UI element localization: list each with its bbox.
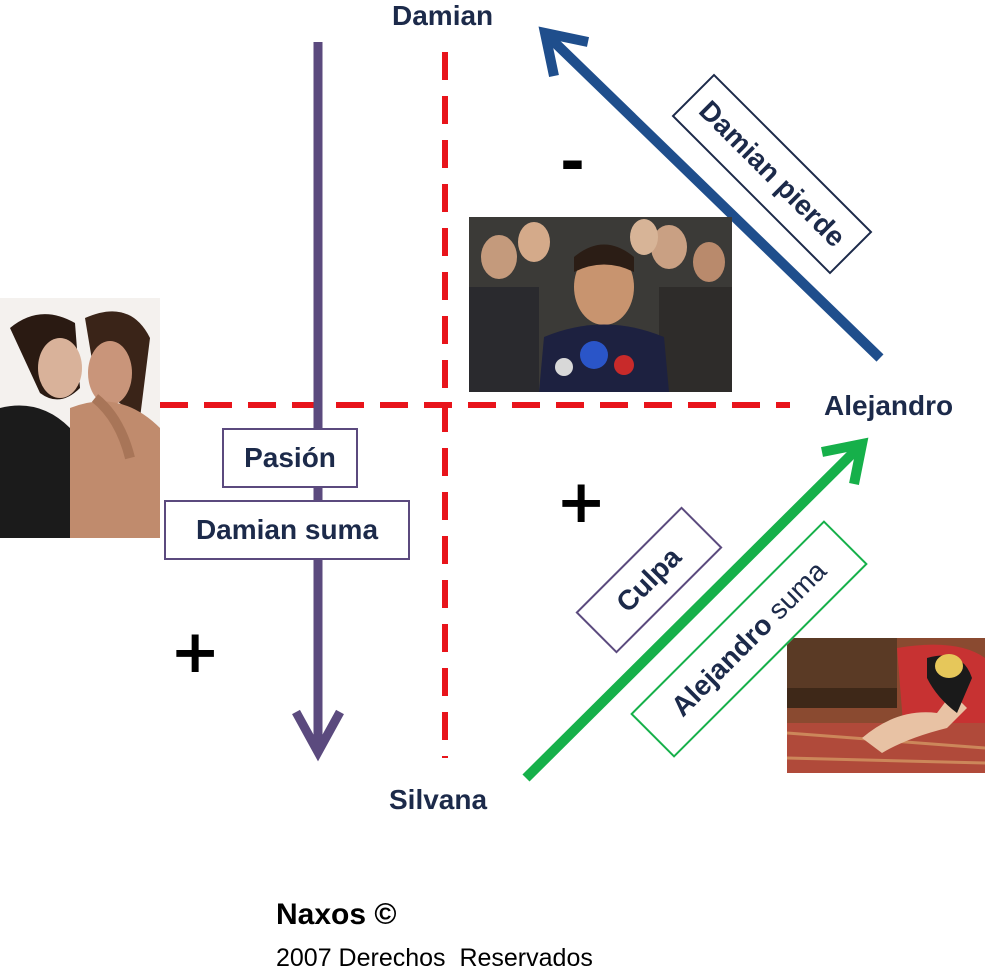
reclining-woman-photo xyxy=(787,638,985,773)
navy-arrow-head xyxy=(538,26,590,78)
plus-sign-left: + xyxy=(170,617,221,687)
label-pasion-text: Pasión xyxy=(244,442,336,473)
couple-photo xyxy=(0,298,160,538)
footer-title: Naxos © xyxy=(276,898,397,931)
label-damian-suma: Damian suma xyxy=(164,500,410,560)
node-damian: Damian xyxy=(392,0,494,31)
footer-subtitle: 2007 Derechos Reservados xyxy=(276,944,593,972)
navy-arrow-shaft xyxy=(546,34,884,362)
label-damian-suma-text: Damian suma xyxy=(195,514,379,545)
label-pasion: Pasión xyxy=(222,428,358,488)
purple-arrow-head xyxy=(292,709,344,762)
node-silvana: Silvana xyxy=(389,784,488,815)
green-arrow-shaft xyxy=(522,444,862,782)
celebration-crowd-photo xyxy=(469,217,732,392)
plus-sign-right: + xyxy=(556,467,607,537)
node-alejandro: Alejandro xyxy=(824,390,954,421)
minus-sign: - xyxy=(560,127,585,197)
green-arrow-head xyxy=(821,437,869,485)
